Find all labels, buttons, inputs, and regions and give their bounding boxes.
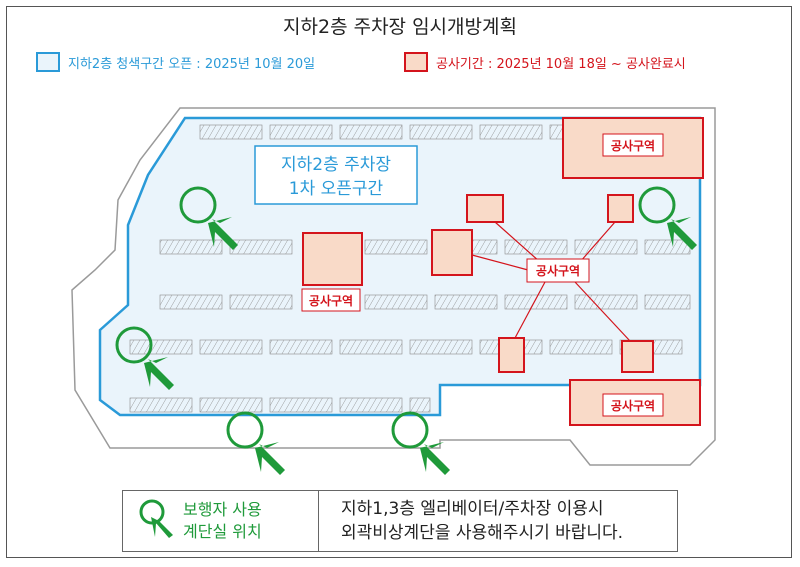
construction-zone-small [466,194,504,223]
stair-markers [115,186,697,475]
parking-stall-row [269,397,333,413]
stair-legend: 보행자 사용 계단실 위치 [123,491,319,551]
parking-stall-row [269,339,333,355]
construction-zones [302,117,704,426]
parking-stall-row [409,397,431,413]
open-zone-label-line1: 지하2층 주차장 [281,155,391,175]
legend-construction-label: 공사기간 : 2025년 10월 18일 ~ 공사완료시 [436,56,686,72]
parking-stall-row [199,339,263,355]
legend-construction: 공사기간 : 2025년 10월 18일 ~ 공사완료시 [404,52,686,72]
legend-open: 지하2층 청색구간 오픈 : 2025년 10월 20일 [36,52,315,72]
parking-stall-row [364,294,428,310]
construction-zone-small [498,337,525,373]
parking-stall-row [409,124,473,140]
parking-stall-row [644,239,691,255]
notice-line2: 외곽비상계단을 사용해주시기 바랍니다. [341,523,624,543]
parking-stall-row [339,124,403,140]
page-frame [6,6,792,558]
stair-legend-line1: 보행자 사용 [183,500,262,519]
open-zone-label-line2: 1차 오픈구간 [289,179,384,199]
parking-stall-row [549,339,613,355]
stair-marker [115,326,174,390]
construction-label-box [301,288,361,312]
parking-stall-row [199,124,263,140]
construction-label: 공사구역 [536,263,580,278]
parking-stall-row [229,239,293,255]
parking-stall-row [339,397,403,413]
parking-stall-row [364,239,428,255]
parking-stall-row [574,239,638,255]
notice-line1: 지하1,3층 엘리베이터/주차장 이용시 [341,499,604,519]
parking-stall-row [434,294,498,310]
stair-legend-line2: 계단실 위치 [183,522,262,541]
construction-zone-center [302,232,363,286]
construction-zone-small [621,340,654,373]
stair-marker-legend-icon [139,499,173,538]
stair-marker [391,411,450,475]
parking-stall-row [129,339,193,355]
construction-label-box [602,133,664,157]
parking-stall-row [644,294,691,310]
parking-stall-row [229,294,293,310]
parking-stall-row [159,294,223,310]
stair-marker [179,186,238,250]
parking-stall-row [504,294,568,310]
parking-stall-row [159,239,223,255]
parking-stall-row [269,124,333,140]
parking-stall-row [339,339,403,355]
parking-stalls [129,124,691,413]
construction-label-box [602,393,664,417]
parking-stall-row [199,397,263,413]
parking-stall-row [129,397,193,413]
construction-zone-small [431,229,473,276]
stair-marker [226,411,285,475]
construction-label: 공사구역 [611,138,655,153]
stair-notice: 보행자 사용 계단실 위치 지하1,3층 엘리베이터/주차장 이용시 외곽비상계… [122,490,678,552]
parking-stall-row [409,339,473,355]
open-zone-label-box [254,145,418,205]
construction-label: 공사구역 [611,398,655,413]
construction-label: 공사구역 [309,293,353,308]
stair-marker [638,186,697,250]
parking-stall-row [479,124,543,140]
parking-stall-row [574,294,638,310]
legend-open-swatch [36,52,60,72]
construction-label-box [526,258,590,283]
legend-construction-swatch [404,52,428,72]
legend-open-label: 지하2층 청색구간 오픈 : 2025년 10월 20일 [68,56,316,72]
parking-stall-row [504,239,568,255]
construction-zone-small [607,194,634,223]
page-title: 지하2층 주차장 임시개방계획 [283,16,517,38]
construction-leader-lines [471,221,631,342]
